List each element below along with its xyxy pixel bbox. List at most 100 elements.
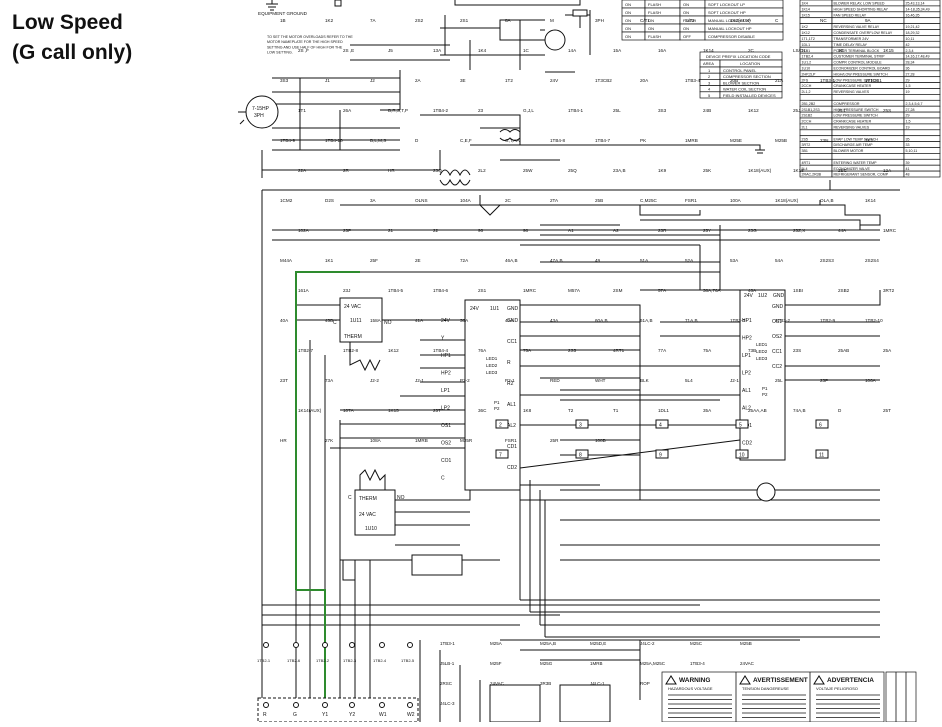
wire-label: 1K1: [325, 258, 334, 263]
legend-cell-text: 1K15: [802, 13, 810, 17]
u2-right-pin: GND: [772, 304, 784, 310]
terminal-screw-icon: [322, 702, 328, 708]
device-location: FIELD INSTALLED DEVICES: [723, 93, 776, 98]
terminal-ref: 1TB2-3: [343, 658, 357, 663]
wire-label: 23T: [280, 378, 288, 383]
wire-label: 53A: [730, 258, 739, 263]
ground-note-block: EQUIPMENT GROUND TO SET THE MOTOR OVERLO…: [258, 0, 353, 55]
wire-label: 27K: [325, 438, 334, 443]
u1-left-pin: CO1: [441, 458, 452, 464]
legend-cell: [903, 170, 941, 178]
wire-label: 25AA,AB: [748, 408, 767, 413]
u2-supply: 24V: [744, 293, 754, 299]
legend-cell-text: ENTERING WATER TEMP: [834, 161, 878, 165]
device-area: 4: [708, 87, 711, 92]
status-cell-text: ON: [625, 10, 631, 15]
wire-label: M25R: [460, 438, 473, 443]
bottom-block-label: M25F: [490, 661, 502, 666]
wire-label: 54A: [775, 258, 784, 263]
wire-label: 76A: [478, 348, 487, 353]
wire-label: A1: [568, 228, 574, 233]
wire-label: 24V: [550, 78, 559, 83]
bottom-block-label: 24VAC: [740, 661, 755, 666]
wire-label: 3S3: [658, 108, 667, 113]
wire-label: 1K14: [865, 198, 876, 203]
wire-label: 1TB4-9: [280, 138, 296, 143]
u1-right-pin: R: [507, 360, 511, 366]
legend-cell-text: 27,28: [906, 72, 915, 76]
legend-cell-text: 29: [906, 78, 910, 82]
warning-title: AVERTISSEMENT: [753, 677, 808, 684]
wire-label: 77A: [658, 348, 667, 353]
legend-cell-text: 36: [906, 67, 910, 71]
reference-tag-number: 8: [579, 453, 582, 459]
u1-name: 1U1: [490, 306, 499, 312]
u2-right-pin: CC1: [772, 349, 782, 355]
wire-label: 25A: [883, 348, 892, 353]
status-cell-text: ON: [625, 34, 631, 39]
device-table-title: DEVICE PREFIX LOCATION CODE: [706, 54, 771, 59]
wire-label: 161A: [298, 288, 310, 293]
wire-label: 74A,B: [793, 408, 806, 413]
reference-tag-icon: [815, 449, 829, 459]
bottom-block-label: J4LC-2: [640, 641, 655, 646]
wire-label: 96: [478, 228, 484, 233]
bottom-block-label: J4LC-3: [440, 701, 455, 706]
wire-label: M25B: [775, 138, 787, 143]
wire-label: 2S ,F: [298, 48, 309, 53]
wire-label: 1K2: [325, 18, 334, 23]
wire-label: WHT: [595, 378, 606, 383]
wire-label: 23Q: [433, 168, 442, 173]
wire-label: A2: [613, 228, 619, 233]
bottom-block-label: M25D,E: [590, 641, 606, 646]
wire-label: 2S1: [478, 288, 487, 293]
legend-cell-text: CUSTOMER TERMINAL STRIP: [834, 55, 886, 59]
terminal-screw-icon: [407, 702, 413, 708]
wire-label: 41A: [415, 318, 424, 323]
wire-label: HR: [280, 438, 287, 443]
wire-label: C,E,F: [460, 138, 472, 143]
wire-label: 25K: [703, 168, 712, 173]
wire-label: BLK: [640, 378, 650, 383]
wire-label: J2-1: [730, 378, 739, 383]
wire-label: 20B: [730, 78, 738, 83]
warning-triangle-icon: [813, 675, 825, 685]
wire-label: 1C: [523, 48, 530, 53]
wire-label: 23G: [748, 228, 757, 233]
transformer-1t2-icon: [499, 129, 521, 133]
wire-label: 1K9: [658, 168, 667, 173]
legend-cell: [831, 153, 905, 160]
wire-label: 61A,B: [640, 318, 653, 323]
reference-tag-icon: [495, 449, 509, 459]
status-cell-text: FLASH: [683, 18, 696, 23]
wire-label: 2SM: [613, 288, 623, 293]
u2-left-pin: HP1: [742, 318, 752, 324]
legend-cell-text: BLOWER MOTOR: [834, 149, 864, 153]
wire-label: 2SC: [838, 168, 848, 173]
status-cell-text: MANUAL LOCKOUT HP: [708, 26, 752, 31]
warning-triangle-icon: [665, 675, 677, 685]
wire-label: 3RT2: [883, 288, 895, 293]
terminal-screw-icon: [293, 642, 299, 648]
wire-label: 2C: [748, 48, 755, 53]
wire-label: 25F: [370, 258, 378, 263]
u1-right-pin: GND: [507, 318, 519, 324]
wire-label: 3A: [370, 198, 377, 203]
terminal-screw-icon: [293, 702, 299, 708]
wire-label: 1K12: [748, 108, 759, 113]
u2-left-pin: HP2: [742, 336, 752, 342]
wire-label: 1K15: [883, 48, 894, 53]
wire-label: 46A,B: [505, 258, 518, 263]
status-cell-text: ON: [683, 10, 689, 15]
status-cell-text: FLASH: [648, 10, 661, 15]
u1-left-pin: LP2: [441, 406, 450, 412]
reference-tag-number: 10: [739, 453, 745, 459]
legend-cell-text: COMPRESSOR: [834, 102, 860, 106]
motor-note-line: MOTOR NAMEPLATE FOR THE HIGH SPEED: [267, 40, 343, 44]
wire-label: M: [550, 18, 554, 23]
wire-label: 25R: [550, 438, 559, 443]
legend-cell-text: 33: [906, 143, 910, 147]
economizer-valve-icon: [756, 482, 776, 502]
wire-label: G,T,AA: [505, 138, 520, 143]
